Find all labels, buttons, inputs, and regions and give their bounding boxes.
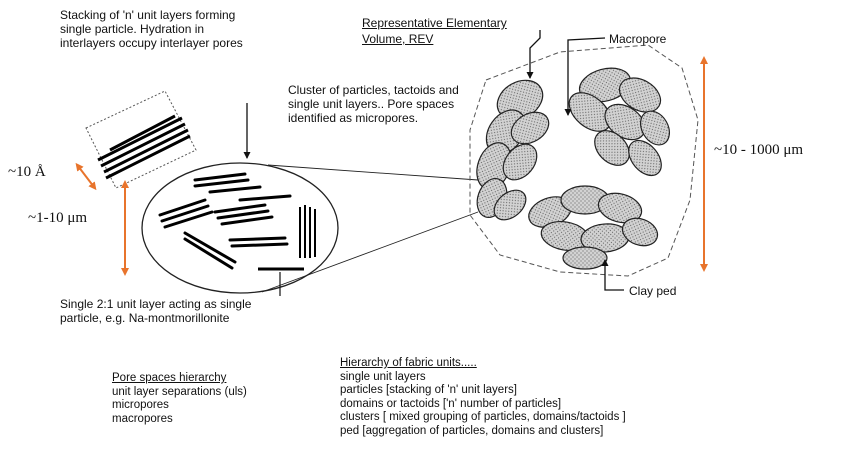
fabric-hierarchy-item: domains or tactoids ['n' number of parti…: [340, 398, 626, 412]
macropore-label: Macropore: [609, 32, 666, 46]
stacking-label: Stacking of 'n' unit layers forming sing…: [60, 8, 245, 50]
scale-arrow-angstrom: [78, 166, 94, 187]
clay-ped-leader: [605, 260, 624, 290]
cluster-label: Cluster of particles, tactoids and singl…: [288, 83, 460, 125]
grain-cluster-bottom: [525, 186, 662, 269]
scale-angstrom-label: ~10 Å: [8, 164, 46, 181]
clay-ped-label: Clay ped: [629, 284, 676, 298]
pore-hierarchy-block: Pore spaces hierarchy unit layer separat…: [112, 372, 247, 426]
pore-hierarchy-item: micropores: [112, 399, 247, 413]
fabric-hierarchy-item: ped [aggregation of particles, domains a…: [340, 425, 626, 439]
fabric-hierarchy-item: particles [stacking of 'n' unit layers]: [340, 384, 626, 398]
particle-inset: [86, 91, 196, 188]
single-layer-label: Single 2:1 unit layer acting as single p…: [60, 297, 260, 325]
rev-title-line2: Volume, REV: [362, 32, 433, 46]
rev-leader: [530, 30, 540, 78]
grain-cluster-right: [562, 63, 675, 182]
fabric-hierarchy-title: Hierarchy of fabric units.....: [340, 357, 626, 371]
rev-title-line1: Representative Elementary: [362, 16, 507, 30]
fabric-hierarchy-item: clusters [ mixed grouping of particles, …: [340, 411, 626, 425]
scale-micron-label: ~1-10 μm: [28, 210, 87, 227]
pore-hierarchy-title: Pore spaces hierarchy: [112, 372, 247, 386]
pore-hierarchy-item: unit layer separations (uls): [112, 386, 247, 400]
cluster-ellipse: [142, 163, 338, 293]
scale-large-label: ~10 - 1000 μm: [714, 142, 803, 159]
pore-hierarchy-item: macropores: [112, 413, 247, 427]
fabric-hierarchy-item: single unit layers: [340, 371, 626, 385]
fabric-hierarchy-block: Hierarchy of fabric units..... single un…: [340, 357, 626, 438]
